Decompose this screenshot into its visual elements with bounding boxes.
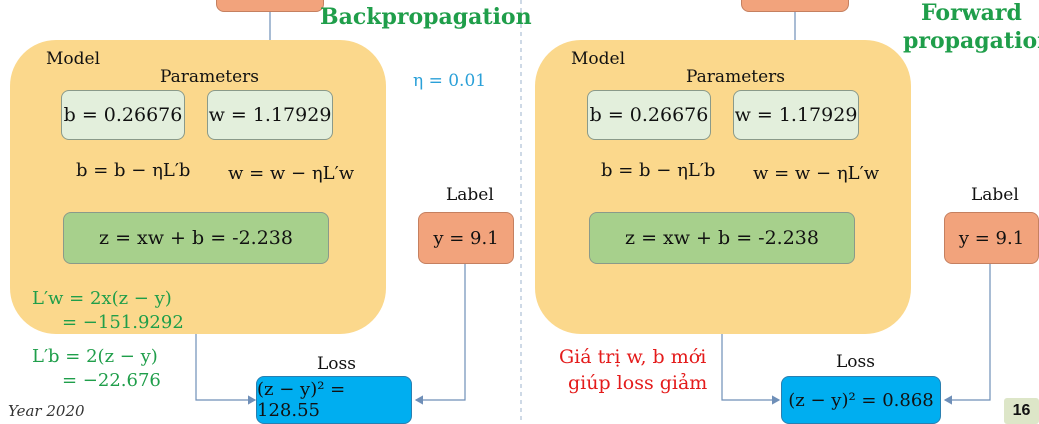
loss-box-right: (z − y)² = 0.868 bbox=[781, 376, 941, 424]
w-param-box-right: w = 1.17929 bbox=[733, 90, 859, 140]
b-update-rule-right: b = b − ηL′b bbox=[601, 160, 716, 181]
b-update-rule-left: b = b − ηL′b bbox=[76, 160, 191, 181]
note-line2: giúp loss giảm bbox=[568, 372, 708, 394]
input-box-left bbox=[216, 0, 324, 12]
grad-b-line1: L′b = 2(z − y) bbox=[32, 346, 158, 367]
footer-year: Year 2020 bbox=[8, 402, 85, 420]
loss-title-right: Loss bbox=[836, 352, 875, 372]
w-update-rule-left: w = w − ηL′w bbox=[228, 163, 355, 184]
eta-value: η = 0.01 bbox=[413, 71, 487, 91]
label-to-loss-wire-left bbox=[414, 264, 466, 405]
forward-title-line2: propagation bbox=[903, 28, 1039, 54]
w-param-box-left: w = 1.17929 bbox=[207, 90, 333, 140]
grad-b-line2: = −22.676 bbox=[62, 370, 161, 391]
label-title-right: Label bbox=[971, 185, 1019, 205]
b-param-box-right: b = 0.26676 bbox=[587, 90, 711, 140]
loss-box-left: (z − y)² = 128.55 bbox=[256, 376, 412, 424]
parameters-label-left: Parameters bbox=[160, 67, 259, 87]
model-label-left: Model bbox=[46, 49, 101, 69]
loss-title-left: Loss bbox=[317, 354, 356, 374]
grad-w-line1: L′w = 2x(z − y) bbox=[32, 288, 172, 309]
slide-number-badge: 16 bbox=[1004, 398, 1039, 424]
backprop-title: Backpropagation bbox=[320, 4, 532, 30]
w-update-rule-right: w = w − ηL′w bbox=[753, 163, 880, 184]
label-box-left: y = 9.1 bbox=[418, 212, 514, 264]
z-compute-box-right: z = xw + b = -2.238 bbox=[589, 212, 855, 264]
note-line1: Giá trị w, b mới bbox=[559, 346, 707, 368]
b-param-box-left: b = 0.26676 bbox=[61, 90, 185, 140]
model-container-right bbox=[535, 40, 911, 334]
forward-title-line1: Forward bbox=[921, 0, 1022, 26]
label-to-loss-wire-right bbox=[943, 264, 991, 405]
label-box-right: y = 9.1 bbox=[944, 212, 1039, 264]
parameters-label-right: Parameters bbox=[686, 67, 785, 87]
input-box-right bbox=[741, 0, 849, 12]
model-label-right: Model bbox=[571, 49, 626, 69]
grad-w-line2: = −151.9292 bbox=[62, 312, 184, 333]
model-container-left bbox=[10, 40, 386, 334]
z-compute-box-left: z = xw + b = -2.238 bbox=[63, 212, 329, 264]
label-title-left: Label bbox=[446, 185, 494, 205]
